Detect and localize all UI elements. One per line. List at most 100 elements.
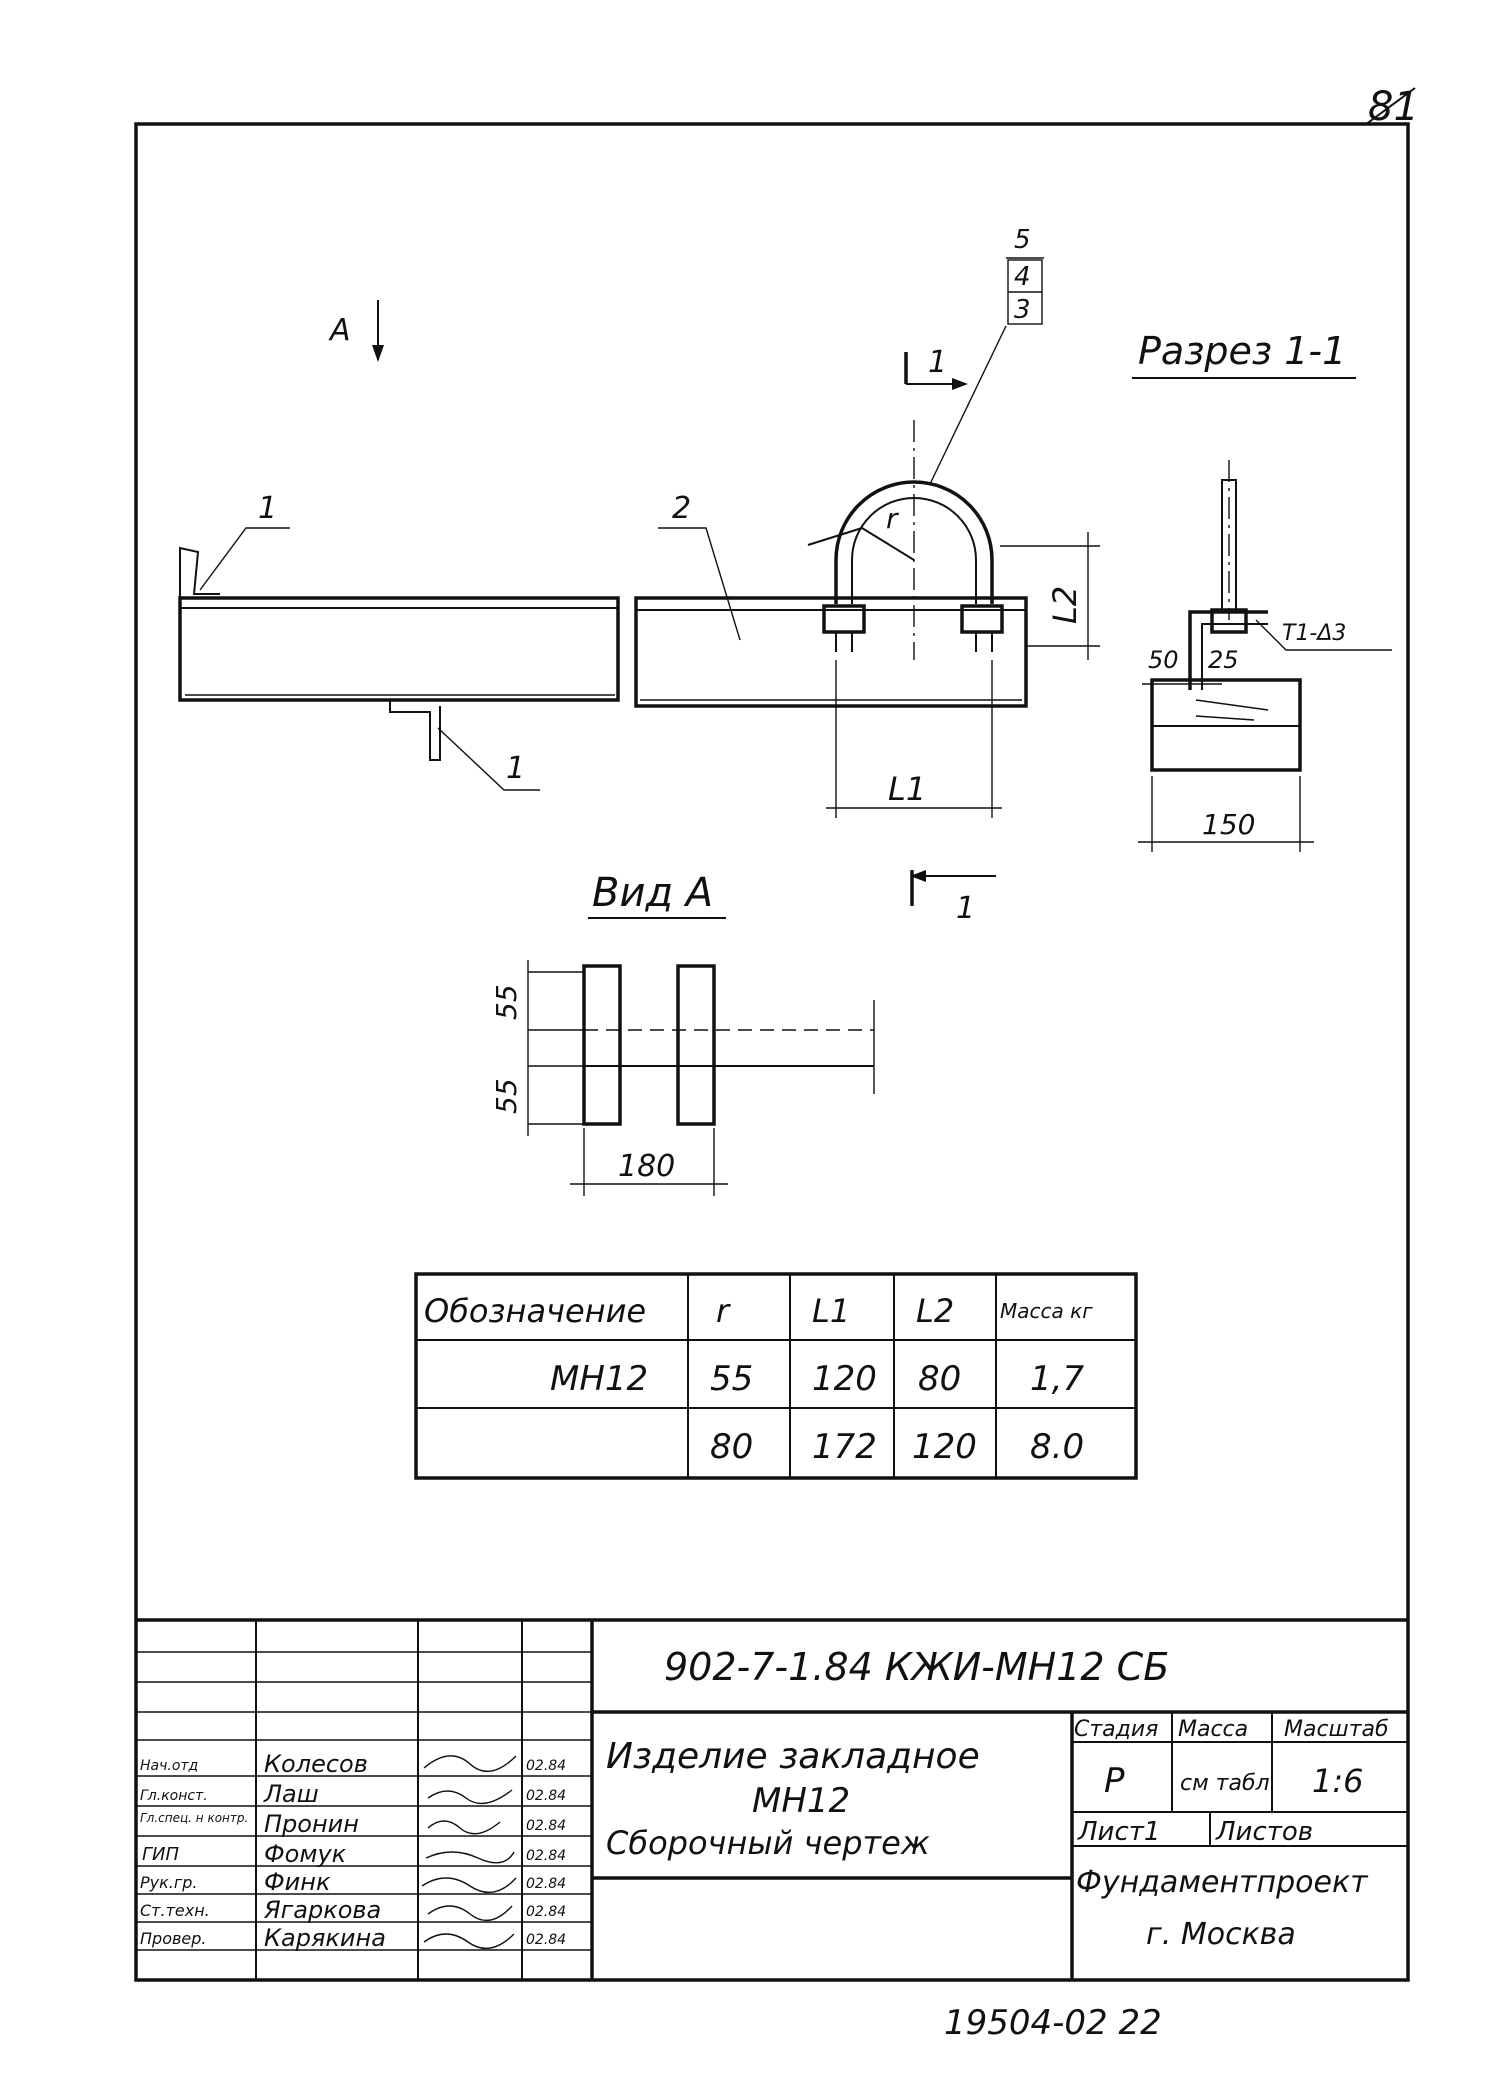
weld-label: Т1-Δ3 xyxy=(1282,621,1346,646)
leader-stack-4: 4 xyxy=(1014,262,1031,292)
section-angle-inner xyxy=(1201,623,1268,690)
spec-row2-L2: 120 xyxy=(912,1427,977,1467)
section-block xyxy=(1150,678,1302,772)
staff-row: Ст.техн. Ягаркова 02.84 xyxy=(140,1896,566,1924)
staff-date: 02.84 xyxy=(526,1848,566,1864)
leader-2 xyxy=(658,527,741,641)
section-dim-width: 150 xyxy=(1202,808,1255,841)
section-mark-bottom-head xyxy=(910,870,926,882)
anchor-top xyxy=(179,546,220,598)
view-title: Вид А xyxy=(592,870,713,916)
staff-name: Карякина xyxy=(264,1924,386,1952)
view-a-plate-right xyxy=(676,964,716,1126)
staff-grid-cols xyxy=(255,1620,523,1980)
nut-right xyxy=(960,604,1004,634)
dim-L2-label: L2 xyxy=(1046,586,1084,624)
staff-role: Гл.спец. н контр. xyxy=(140,1811,248,1825)
spec-table: Обозначение r L1 L2 Масса кг МН12 55 120… xyxy=(414,1272,1138,1480)
staff-role: Рук.гр. xyxy=(140,1873,198,1892)
staff-date: 02.84 xyxy=(526,1818,566,1834)
sheet-frame xyxy=(134,122,1410,1982)
spec-row2-mass: 8.0 xyxy=(1030,1427,1084,1467)
dim-L1-label: L1 xyxy=(888,770,926,808)
title-block-right-rows xyxy=(1072,1741,1408,1847)
leader-2-label: 2 xyxy=(672,491,691,526)
spec-header-designation: Обозначение xyxy=(424,1292,646,1330)
nut-left xyxy=(822,604,866,634)
staff-name: Лаш xyxy=(263,1780,319,1808)
page-number-stroke xyxy=(1364,87,1416,126)
view-a-dim-top: 55 xyxy=(490,984,523,1020)
section-dim-right: 25 xyxy=(1208,646,1239,674)
staff-row: Нач.отд Колесов 02.84 xyxy=(140,1750,566,1778)
spec-header-mass: Масса кг xyxy=(1000,1299,1093,1323)
scale-value: 1:6 xyxy=(1312,1762,1364,1800)
staff-signature xyxy=(427,1905,513,1922)
u-bolt-outer xyxy=(834,480,994,604)
weld-leader xyxy=(1255,619,1392,651)
spec-row2-r: 80 xyxy=(710,1427,753,1467)
item-name-line1: Изделие закладное xyxy=(606,1736,980,1777)
spec-row1-r: 55 xyxy=(710,1359,753,1399)
staff-role: Гл.конст. xyxy=(140,1788,208,1804)
stage-value: Р xyxy=(1104,1761,1125,1801)
view-a-dim-extensions xyxy=(528,971,584,1125)
leader-bolt-stack xyxy=(929,325,1007,485)
staff-name: Пронин xyxy=(264,1810,359,1838)
staff-role: Ст.техн. xyxy=(140,1901,210,1920)
staff-name: Фомук xyxy=(264,1840,347,1868)
item-name-line2: МН12 xyxy=(752,1781,850,1821)
sheet-label: Лист1 xyxy=(1077,1817,1160,1847)
spec-table-cols xyxy=(687,1274,997,1478)
staff-signature xyxy=(423,1933,515,1950)
leader-1-bottom xyxy=(437,727,540,791)
title-block-right-cols xyxy=(1171,1712,1273,1846)
section-mark-top-head xyxy=(952,378,968,390)
section-mark-bottom-label: 1 xyxy=(956,891,975,926)
staff-date: 02.84 xyxy=(526,1758,566,1774)
section-mark-top-label: 1 xyxy=(928,345,947,380)
spec-row1-designation: МН12 xyxy=(550,1359,648,1399)
spec-header-L1: L1 xyxy=(812,1292,850,1330)
staff-signature xyxy=(421,1877,517,1894)
staff-row: Гл.спец. н контр. Пронин 02.84 xyxy=(140,1810,566,1838)
dim-L1-extensions xyxy=(835,660,993,818)
staff-signature xyxy=(427,1789,513,1805)
staff-signature xyxy=(423,1755,517,1773)
scale-header: Масштаб xyxy=(1284,1717,1389,1742)
view-arrow-head xyxy=(372,345,384,362)
drawing-code: 902-7-1.84 КЖИ-МН12 СБ xyxy=(664,1645,1169,1689)
spec-row2-L1: 172 xyxy=(812,1427,877,1467)
section-dim-left: 50 xyxy=(1148,646,1179,674)
section-1-1: Разрез 1-1 Т1-Δ3 50 25 150 xyxy=(1132,329,1392,852)
staff-signature xyxy=(425,1851,515,1864)
staff-role: Нач.отд xyxy=(140,1758,198,1774)
view-a: Вид А 55 55 180 xyxy=(490,870,875,1196)
staff-row: Гл.конст. Лаш 02.84 xyxy=(140,1780,566,1808)
staff-name: Финк xyxy=(264,1868,331,1896)
leader-1-top xyxy=(199,527,290,591)
view-a-dim-bottom: 55 xyxy=(490,1078,523,1114)
staff-date: 02.84 xyxy=(526,1876,566,1892)
radius-line xyxy=(861,527,915,561)
leader-1-top-label: 1 xyxy=(258,491,277,526)
view-a-width: 180 xyxy=(618,1149,675,1184)
leader-stack-3: 3 xyxy=(1014,295,1031,325)
staff-name: Ягаркова xyxy=(263,1896,381,1924)
staff-grid-upper-rows xyxy=(136,1651,592,1741)
org-city: г. Москва xyxy=(1146,1917,1296,1952)
anchor-bottom xyxy=(389,700,441,761)
section-hatch xyxy=(1195,699,1269,721)
stage-header: Стадия xyxy=(1074,1717,1158,1742)
staff-role: ГИП xyxy=(142,1844,179,1865)
section-angle xyxy=(1188,610,1268,690)
beam-right xyxy=(634,596,1028,708)
footer-number: 19504-02 22 xyxy=(944,2003,1162,2043)
main-view: A r 1 1 2 xyxy=(178,225,1100,926)
staff-date: 02.84 xyxy=(526,1788,566,1804)
spec-row1-L2: 80 xyxy=(918,1359,961,1399)
staff-grid-rows xyxy=(136,1775,592,1951)
sheets-label: Листов xyxy=(1215,1817,1313,1847)
